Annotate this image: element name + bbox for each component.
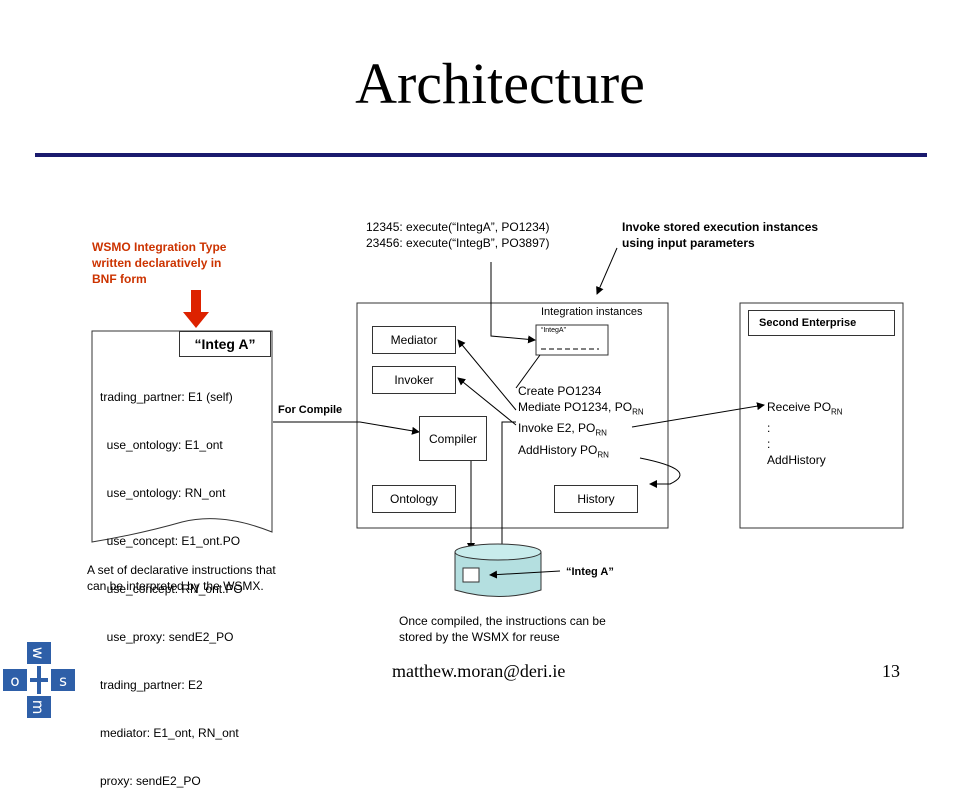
mediator-box: Mediator — [372, 326, 456, 354]
for-compile-arrow — [273, 421, 420, 435]
history-box: History — [554, 485, 638, 513]
step-text: Create PO1234 — [518, 384, 602, 398]
footer-email: matthew.moran@deri.ie — [392, 661, 566, 681]
wsmo-logo: w o s m — [0, 640, 82, 720]
document-line: use_concept: RN_ont.PO — [100, 582, 243, 596]
wsmo-note-line: BNF form — [92, 272, 147, 286]
step-text: Invoke E2, PO — [518, 421, 596, 436]
step-text: AddHistory PO — [518, 442, 598, 457]
step-subscript: RN — [595, 428, 607, 438]
invoke-note-line-1: Invoke stored execution instances — [622, 220, 819, 234]
title-rule — [35, 153, 927, 157]
step-subscript: RN — [632, 407, 644, 417]
document-line: trading_partner: E1 (self) — [100, 390, 233, 404]
wsmo-note: WSMO Integration Type written declarativ… — [92, 239, 226, 287]
wsmx-box — [356, 302, 669, 529]
svg-text:m: m — [29, 700, 47, 715]
invoker-arrow — [457, 377, 517, 426]
stored-note-line: Once compiled, the instructions can be — [399, 614, 606, 628]
execute-line-2: 23456: execute(“IntegB”, PO3897) — [366, 236, 550, 250]
document-line: trading_partner: E2 — [100, 678, 203, 692]
svg-text:w: w — [29, 647, 47, 659]
history-arrow — [639, 457, 681, 488]
execute-arrow — [490, 262, 536, 344]
invoke-note-arrow — [596, 247, 618, 295]
integration-instance-label: “IntegA” — [541, 327, 566, 334]
integ-a-tab: “Integ A” — [179, 331, 271, 357]
receive-text: Receive PO — [767, 400, 832, 414]
wsmo-note-line: written declaratively in — [92, 256, 222, 270]
db-integ-label: “Integ A” — [566, 566, 614, 578]
step-addhistory: AddHistory PORN — [518, 442, 644, 463]
page-number: 13 — [882, 661, 900, 681]
process-steps: Create PO1234 Mediate PO1234, PORN Invok… — [518, 383, 644, 463]
step-mediate: Mediate PO1234, PORN — [518, 399, 644, 420]
step-subscript: RN — [597, 450, 609, 460]
stored-note: Once compiled, the instructions can be s… — [399, 613, 606, 645]
database-icon — [454, 543, 542, 597]
document-line: use_concept: E1_ont.PO — [100, 534, 241, 548]
ontology-box: Ontology — [372, 485, 456, 513]
ellipsis-dot: : — [767, 437, 771, 452]
declarative-note: A set of declarative instructions that c… — [87, 562, 276, 594]
declarative-note-line: A set of declarative instructions that — [87, 563, 276, 577]
red-down-arrow — [183, 290, 209, 328]
document-line: proxy: sendE2_PO — [100, 774, 201, 788]
document-line: mediator: E1_ont, RN_ont — [100, 726, 239, 740]
receive-arrow — [631, 402, 765, 428]
wsmo-note-line: WSMO Integration Type — [92, 240, 227, 254]
for-compile-label: For Compile — [278, 404, 343, 416]
receive-po: Receive PORN — [767, 399, 843, 420]
svg-text:o: o — [10, 672, 19, 690]
step-invoke: Invoke E2, PORN — [518, 420, 644, 441]
wsmo-logo-graphic: w o s m — [3, 642, 75, 718]
invoker-box: Invoker — [372, 366, 456, 394]
declarative-document-shape — [91, 330, 273, 543]
integration-instances-label: Integration instances — [541, 306, 643, 318]
second-enterprise-steps: Receive PORN : : AddHistory — [767, 399, 843, 468]
step-create: Create PO1234 — [518, 383, 644, 399]
ellipsis-dot: : — [767, 421, 771, 436]
integration-instance-box — [535, 324, 609, 356]
declarative-note-line: can be interpreted by the WSMX. — [87, 579, 264, 593]
document-line: use_ontology: RN_ont — [100, 486, 226, 500]
diagram-connectors — [91, 247, 904, 597]
svg-text:s: s — [59, 672, 67, 690]
second-enterprise-box — [739, 302, 904, 529]
slide-title: Architecture — [355, 51, 645, 116]
execute-line-1: 12345: execute(“IntegA”, PO1234) — [366, 220, 550, 234]
document-line: use_ontology: E1_ont — [100, 438, 223, 452]
invoke-note-line-2: using input parameters — [622, 236, 755, 250]
step-text: Mediate PO1234, PO — [518, 400, 633, 414]
mediator-arrow — [457, 339, 517, 411]
second-enterprise-title: Second Enterprise — [748, 310, 895, 336]
compiler-box: Compiler — [419, 416, 487, 461]
stored-note-line: stored by the WSMX for reuse — [399, 630, 560, 644]
receive-subscript: RN — [831, 407, 843, 417]
document-line: use_proxy: sendE2_PO — [100, 630, 234, 644]
add-history-text: AddHistory — [767, 453, 826, 468]
